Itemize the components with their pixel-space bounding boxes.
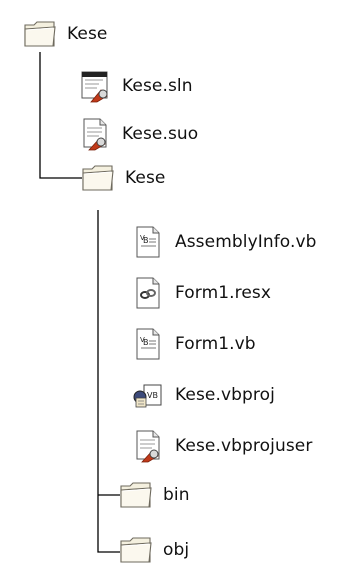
solution-options-file-icon <box>77 116 113 152</box>
tree-node-label: Kese.suo <box>122 124 199 144</box>
tree-node-vbproj-file[interactable]: VB Kese.vbproj <box>130 377 275 413</box>
tree-node-label: Kese.vbprojuser <box>175 436 313 456</box>
vbprojuser-file-icon <box>130 428 166 464</box>
folder-icon <box>118 532 154 568</box>
tree-node-label: Form1.resx <box>175 283 272 303</box>
tree-node-label: bin <box>163 485 190 505</box>
folder-icon <box>80 160 116 196</box>
tree-node-label: Kese <box>125 168 166 188</box>
tree-node-vbprojuser-file[interactable]: Kese.vbprojuser <box>130 428 312 464</box>
tree-node-label: AssemblyInfo.vb <box>175 232 317 252</box>
tree-node-form1-resx-file[interactable]: Form1.resx <box>130 275 271 311</box>
tree-node-root-folder[interactable]: Kese <box>22 16 107 52</box>
tree-node-solution-options-file[interactable]: Kese.suo <box>77 116 198 152</box>
tree-node-solution-file[interactable]: Kese.sln <box>77 68 193 104</box>
folder-icon <box>22 16 58 52</box>
svg-text:B: B <box>143 236 149 245</box>
tree-node-label: Kese.sln <box>122 76 193 96</box>
tree-node-label: Kese <box>67 24 108 44</box>
tree-node-form1-vb-file[interactable]: V B Form1.vb <box>130 326 256 362</box>
tree-node-assemblyinfo-file[interactable]: V B AssemblyInfo.vb <box>130 224 317 260</box>
tree-node-obj-folder[interactable]: obj <box>118 532 189 568</box>
vb-file-icon: V B <box>130 326 166 362</box>
tree-node-label: obj <box>163 540 190 560</box>
svg-text:V: V <box>140 234 145 242</box>
svg-text:V: V <box>140 336 145 344</box>
tree-node-bin-folder[interactable]: bin <box>118 477 190 513</box>
folder-icon <box>118 477 154 513</box>
vb-file-icon: V B <box>130 224 166 260</box>
tree-node-label: Form1.vb <box>175 334 256 354</box>
tree-node-project-folder[interactable]: Kese <box>80 160 165 196</box>
tree-node-label: Kese.vbproj <box>175 385 275 405</box>
resx-file-icon <box>130 275 166 311</box>
svg-text:B: B <box>143 338 149 347</box>
svg-text:VB: VB <box>147 391 158 400</box>
vbproj-file-icon: VB <box>130 377 166 413</box>
solution-file-icon <box>77 68 113 104</box>
